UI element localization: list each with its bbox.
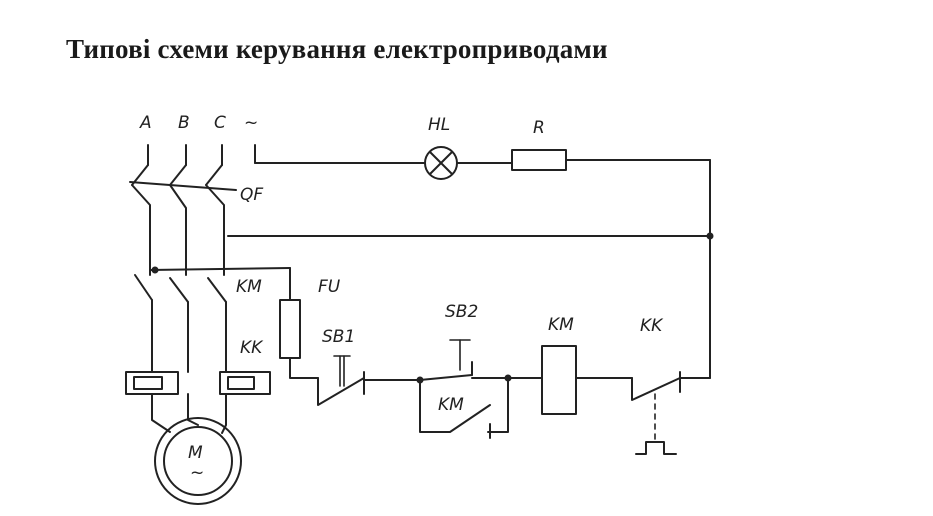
page-title: Типові схеми керування електроприводами [66, 34, 608, 64]
label-contactor-main: KM [236, 277, 262, 297]
motor-leads [151, 393, 227, 434]
contactor-aux-contact [419, 377, 509, 439]
phase-inputs [147, 144, 223, 166]
button-sb2 [419, 339, 473, 381]
signal-lamp-branch [254, 144, 711, 164]
junction-right-aux [504, 374, 512, 382]
thermal-contact-kk [631, 371, 711, 455]
label-lamp: HL [428, 115, 450, 135]
fuse-fu [279, 299, 301, 359]
label-button-start: SB2 [445, 302, 478, 322]
label-phase-b: B [178, 113, 190, 133]
resistor-r [511, 149, 567, 171]
contactor-main-contacts [134, 269, 227, 373]
label-fuse: FU [318, 277, 341, 297]
lamp-hl [424, 146, 458, 180]
circuit-breaker-qf [129, 164, 237, 233]
label-motor-letter: M [188, 443, 203, 463]
label-neutral: ~ [244, 113, 258, 133]
label-phase-a: A [139, 113, 152, 133]
thermal-relay-kk [125, 371, 271, 395]
contactor-coil [541, 345, 577, 415]
button-sb1 [317, 355, 365, 406]
label-contactor-coil: KM [548, 315, 574, 335]
phase-lines [149, 231, 291, 301]
label-motor-symbol: ~ [190, 463, 204, 483]
label-button-stop: SB1 [322, 327, 355, 347]
label-contactor-aux: KM [438, 395, 464, 415]
motor-m [154, 417, 242, 505]
label-phase-c: C [214, 113, 226, 133]
label-breaker: QF [240, 185, 263, 205]
label-thermal-contact: KK [640, 316, 664, 336]
fuse-lead [289, 357, 319, 379]
label-resistor: R [533, 118, 545, 138]
label-thermal-relay: KK [240, 338, 264, 358]
